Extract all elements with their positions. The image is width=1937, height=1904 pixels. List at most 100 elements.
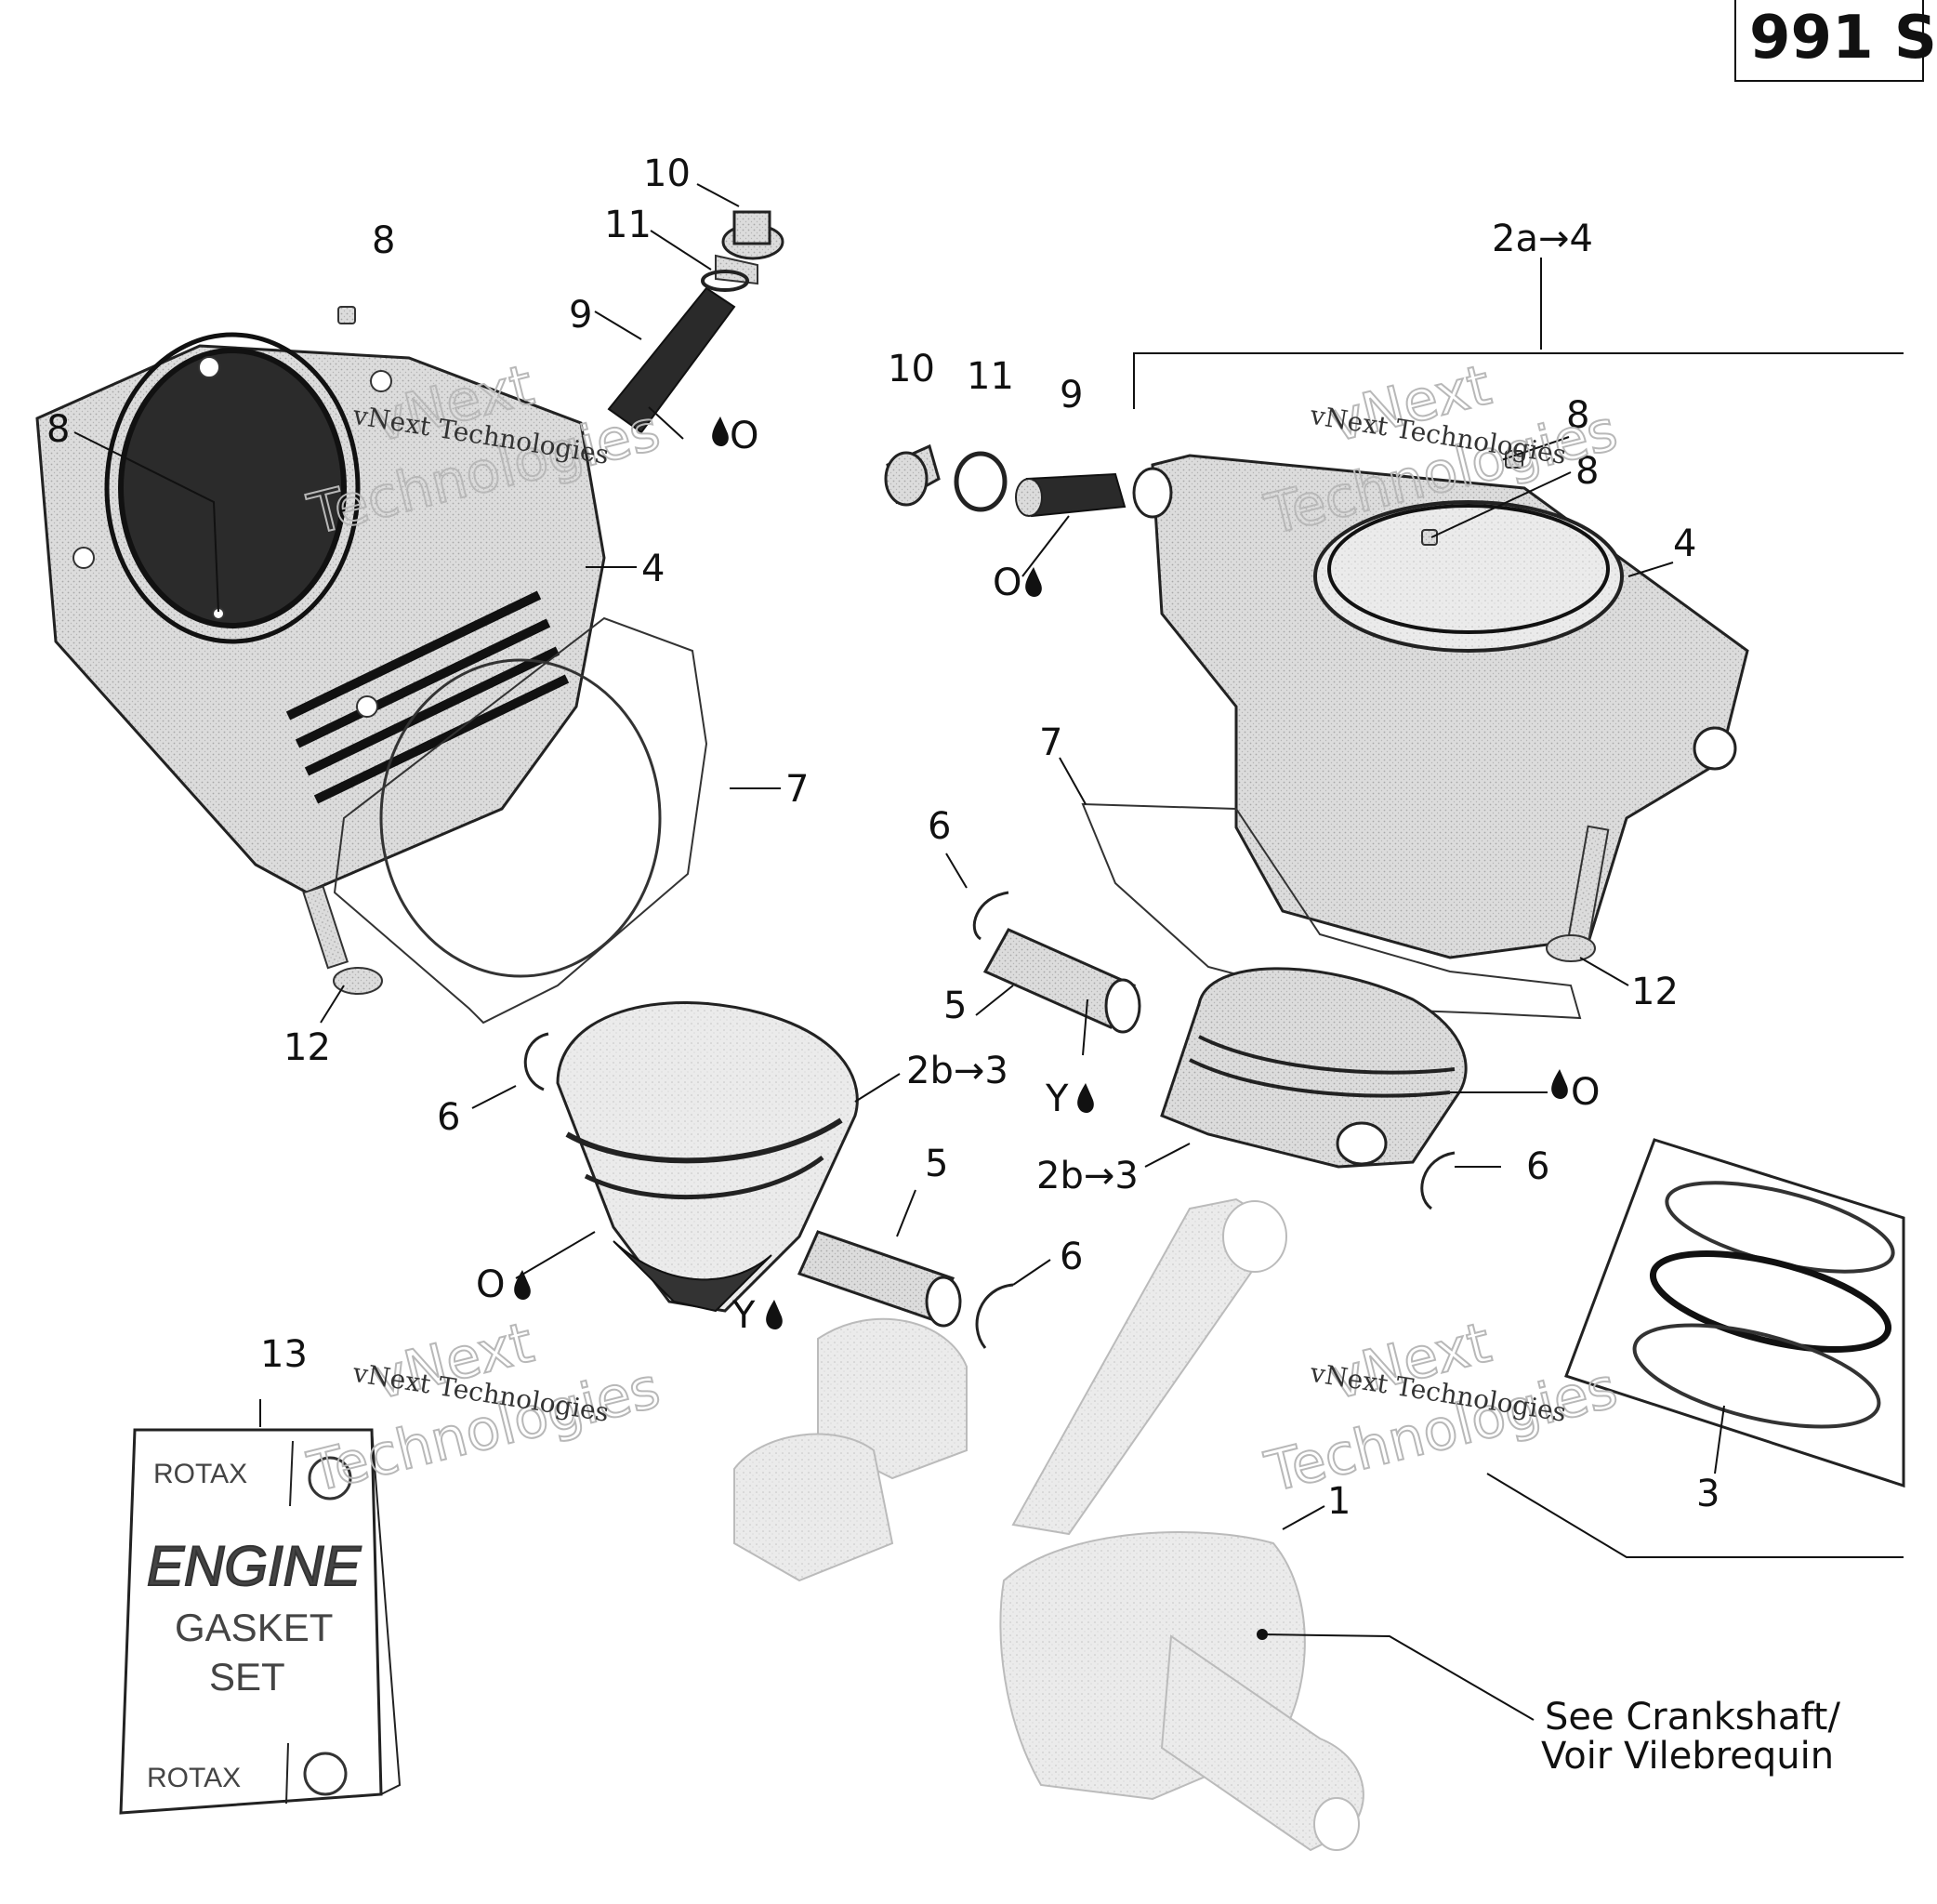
left-tensioner-seal-ring [701,270,749,292]
oil-symbol-c: O [993,562,1042,604]
oil-symbol-a: O [712,415,758,457]
callout-8-c: 8 [1566,394,1589,437]
piston-ring-set [1564,1138,1905,1488]
oil-drop-icon [514,1270,531,1301]
package-line-set: SET [209,1655,285,1699]
package-divider-bottom [285,1742,289,1805]
package-brand-top: ROTAX [153,1459,247,1489]
lubricant-symbols: O O Y Y O O [476,415,1600,1337]
crankshaft-reference-note: See Crankshaft/ Voir Vilebrequin [1541,1696,1840,1778]
callout-7-left: 7 [785,768,809,811]
left-cylinder-bolt [302,885,383,995]
leader-8-right-a [1500,436,1570,461]
callout-8-d: 8 [1575,450,1599,493]
callout-3: 3 [1696,1473,1720,1515]
leader-4-right [1627,562,1674,577]
callout-2b3-right: 2b→3 [1036,1155,1139,1197]
leader-7-right [1059,757,1087,805]
leader-grease-a [1082,998,1088,1056]
callout-6-b: 6 [1060,1236,1083,1278]
svg-text:Y: Y [731,1294,756,1337]
callout-11-left: 11 [604,204,652,246]
leader-12-left [320,985,345,1024]
callout-5-left: 5 [925,1143,948,1185]
callout-4-left: 4 [641,548,665,590]
leader-lines [73,183,1904,1721]
left-cylinder [35,332,606,894]
right-circlip-lower [1420,1151,1456,1210]
right-tensioner-seal-ring [954,451,1008,512]
package-title: ENGINE [147,1535,362,1597]
leader-5-left [896,1189,916,1237]
rotax-logo-icon [308,1456,352,1501]
callout-8-a: 8 [372,219,395,262]
rotax-logo-bottom-icon [303,1752,348,1796]
leader-1 [1282,1505,1325,1530]
grease-y-symbol-a: Y [1045,1078,1094,1120]
left-tensioner-plug [721,210,784,260]
leader-11-left [650,230,712,271]
leader-3 [1714,1405,1725,1474]
grease-drop-icon [766,1300,783,1330]
callout-4-right: 4 [1673,522,1696,565]
svg-text:O: O [1571,1071,1600,1114]
svg-text:O: O [993,562,1021,604]
leader-9-left [594,311,642,340]
callout-6-d: 6 [1526,1145,1549,1188]
crankshaft [733,1197,1364,1852]
left-circlip-lower [975,1283,1014,1349]
diagram-code-box: 991 S [1734,0,1937,82]
oil-drop-icon [712,416,729,447]
reference-line-2: Voir Vilebrequin [1541,1735,1834,1778]
callout-12-right: 12 [1631,971,1679,1013]
leader-oil-b [515,1231,596,1279]
callout-8-b: 8 [46,408,70,451]
leader-8-left-a [73,431,219,613]
callout-10-left: 10 [643,152,691,195]
right-chain-tensioner [1015,472,1127,518]
leader-12-right [1579,957,1629,986]
callout-9-right: 9 [1060,374,1083,416]
callout-1: 1 [1327,1480,1351,1523]
right-cylinder-base-gasket [1081,802,1582,1020]
leader-crankshaft-ref [1261,1633,1535,1721]
left-dowel-pin [337,306,356,324]
left-cylinder-base-gasket [333,616,708,1025]
leader-6-c [945,853,968,889]
callout-2b3-left: 2b→3 [906,1050,1008,1092]
right-piston [1160,967,1468,1169]
right-piston-pin [982,928,1141,1034]
leader-10-left [696,183,740,207]
leader-oil-a [648,406,684,440]
right-cylinder [1132,454,1749,959]
diagram-code: 991 S [1749,4,1937,73]
oil-drop-icon [1025,567,1042,598]
engine-gasket-set-package: ROTAX ENGINE GASKET SET ROTAX [119,1428,402,1815]
package-line-gasket: GASKET [175,1606,333,1649]
leader-2a4 [1133,258,1904,409]
callout-2a4: 2a→4 [1492,218,1593,260]
callout-11-right: 11 [967,355,1014,398]
callout-6-c: 6 [928,805,951,848]
grease-y-symbol-b: Y [731,1294,783,1337]
oil-drop-icon [1551,1069,1568,1100]
callout-10-right: 10 [888,348,935,390]
callout-6-a: 6 [437,1096,460,1139]
callout-12-left: 12 [283,1026,331,1069]
leader-6-b [1012,1259,1051,1286]
callout-7-right: 7 [1039,721,1062,764]
svg-text:O: O [730,415,758,457]
callout-5-right: 5 [943,985,967,1027]
right-cylinder-bolt [1546,825,1610,962]
left-piston-pin [797,1230,962,1328]
leader-oil-c [1021,515,1070,577]
leader-6-a [471,1085,517,1109]
leader-ring-bracket [1486,1473,1904,1558]
callout-labels: 10 11 8 9 8 4 7 12 6 2b→3 5 6 1 3 2a→4 10… [46,152,1720,1523]
svg-text:Y: Y [1045,1078,1069,1120]
package-divider-top [289,1440,294,1507]
left-piston [556,1001,859,1313]
leader-5-right [975,985,1014,1016]
